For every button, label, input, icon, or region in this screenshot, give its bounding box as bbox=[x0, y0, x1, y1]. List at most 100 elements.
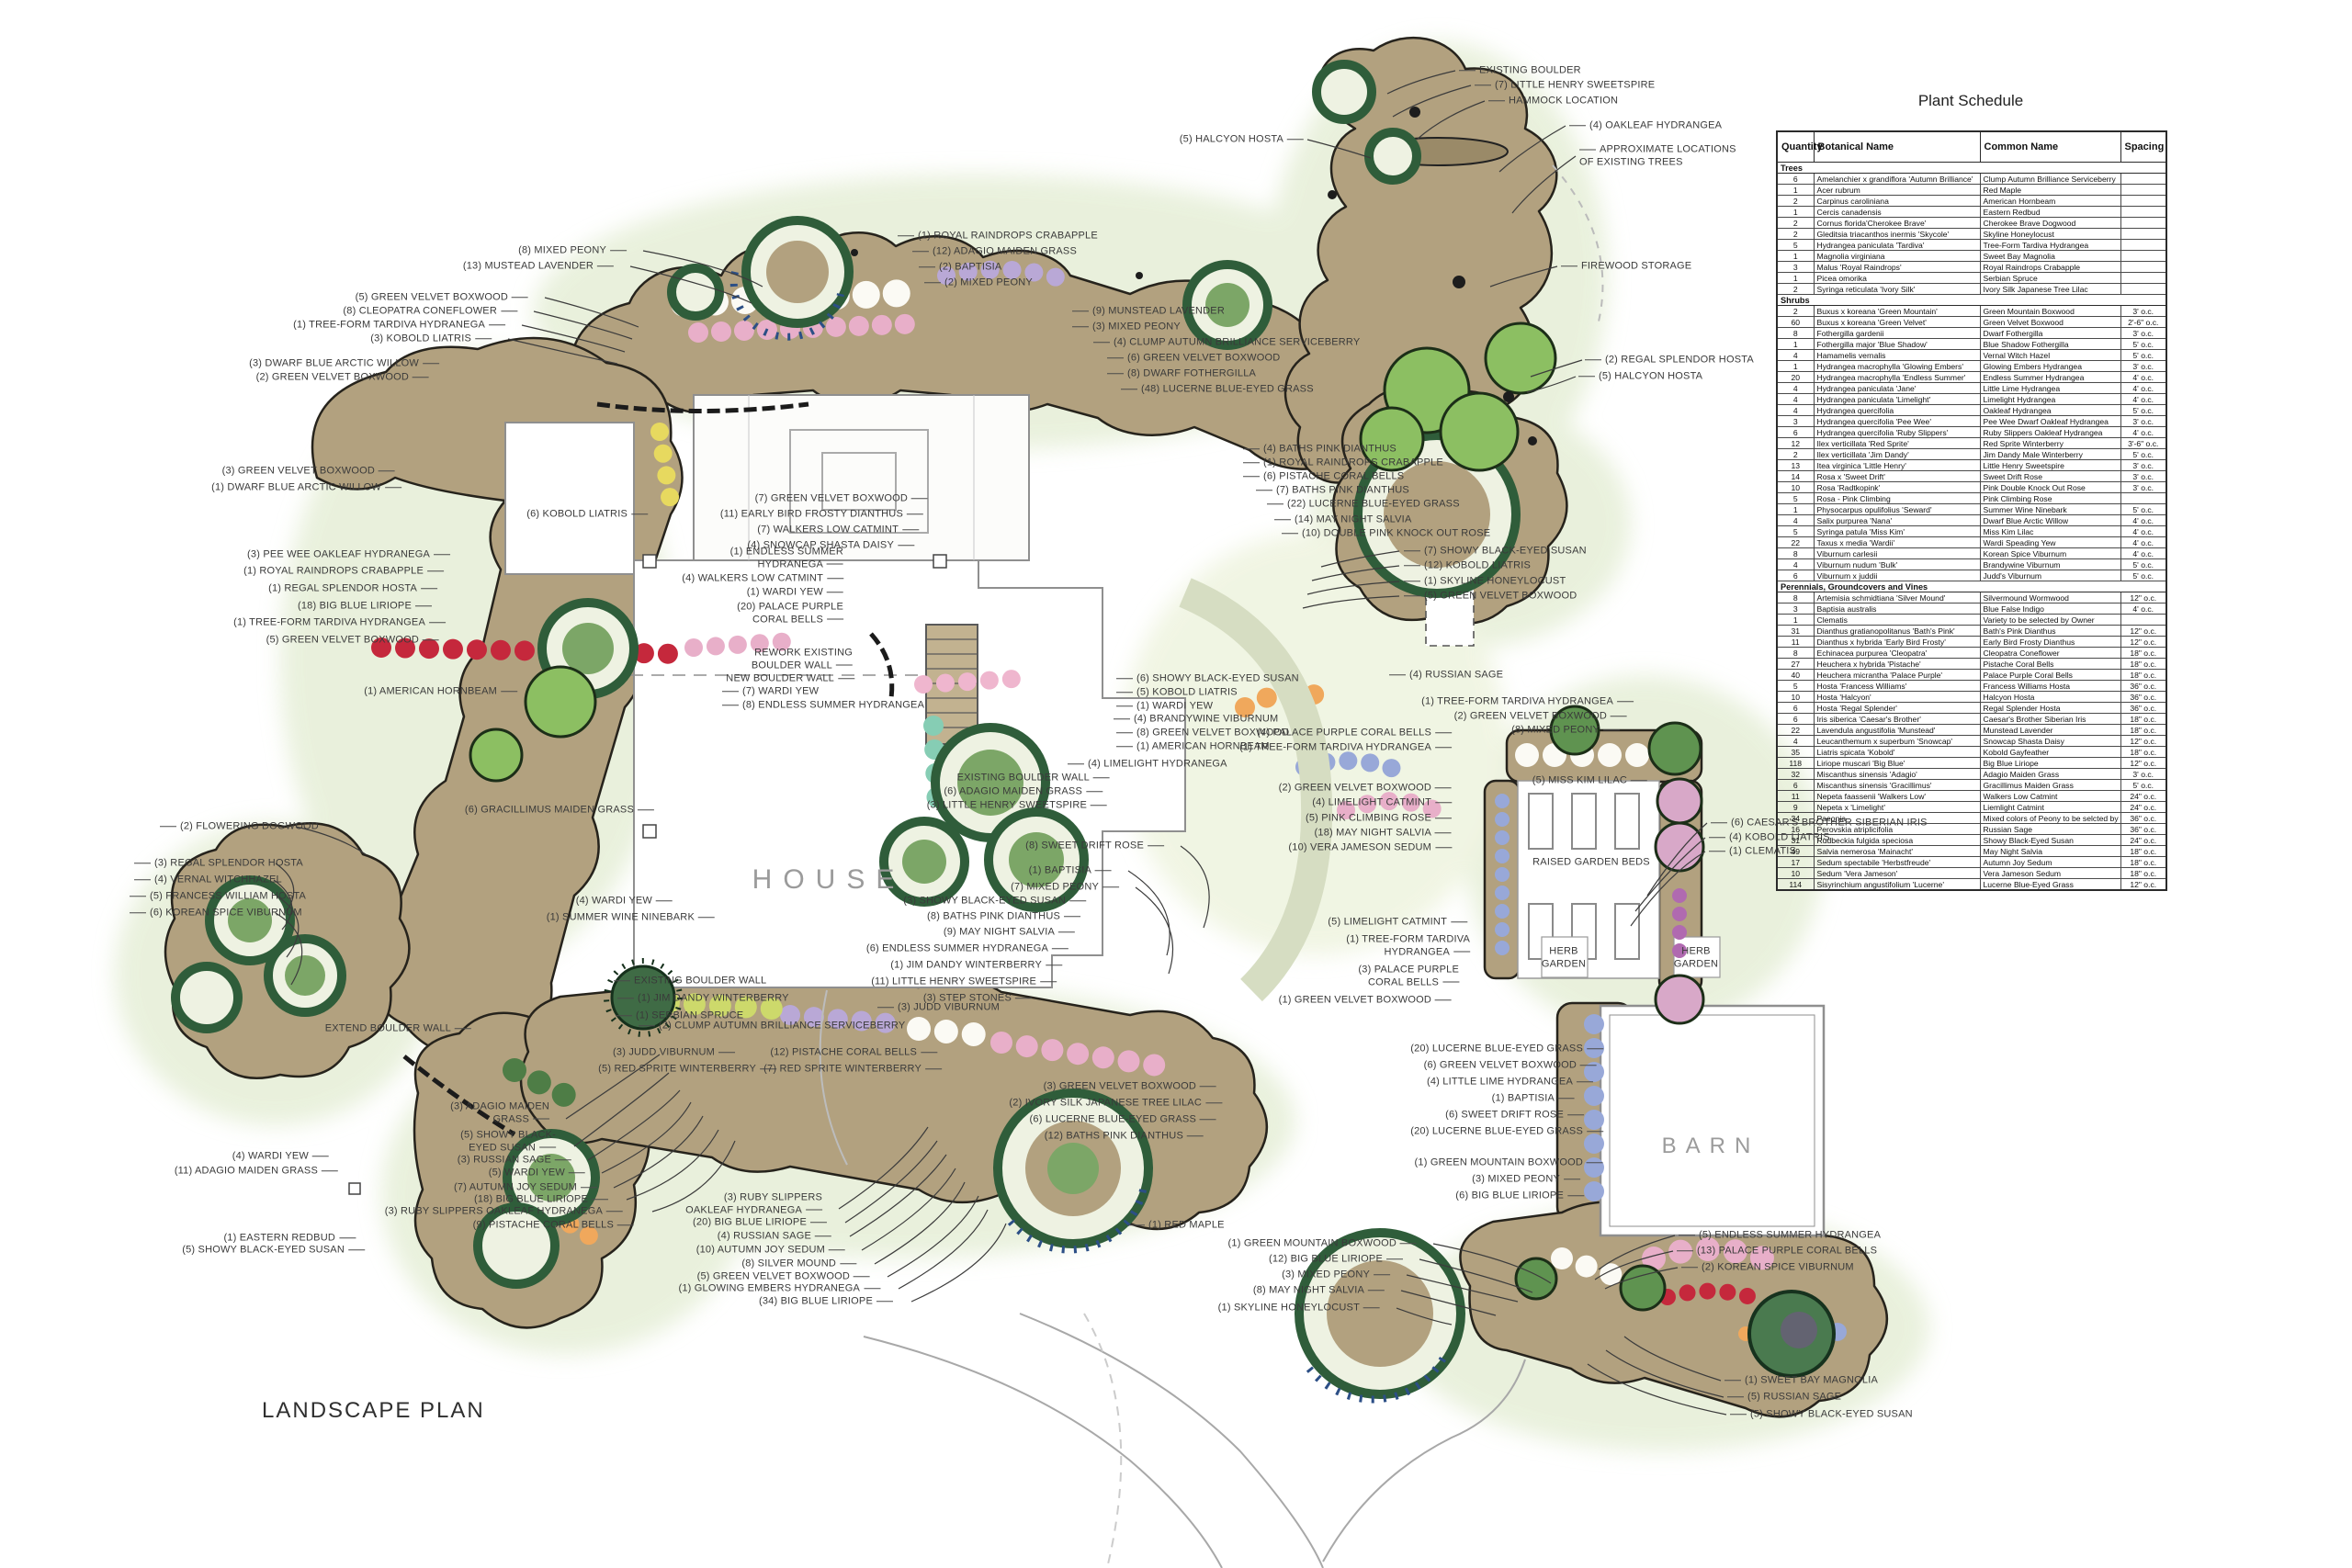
plant-callout: (2) REGAL SPLENDOR HOSTA bbox=[1585, 354, 1754, 367]
plant-callout: (10) VERA JAMESON SEDUM bbox=[1288, 841, 1452, 854]
schedule-common-name: Blue False Indigo bbox=[1979, 603, 2121, 615]
schedule-botanical-name: Picea omorika bbox=[1813, 272, 1981, 284]
schedule-botanical-name: Hydrangea paniculata 'Limelight' bbox=[1813, 393, 1981, 405]
schedule-spacing: 36" o.c. bbox=[2120, 680, 2167, 692]
schedule-common-name: Halcyon Hosta bbox=[1979, 691, 2121, 703]
plant-callout: (1) AMERICAN HORNBEAM bbox=[364, 685, 517, 698]
schedule-quantity: 6 bbox=[1776, 173, 1815, 185]
schedule-quantity: 22 bbox=[1776, 536, 1815, 548]
plant-callout: (2) FLOWERING DOGWOOD bbox=[160, 820, 319, 833]
plant-callout: (9) PISTACHE CORAL BELLS bbox=[473, 1219, 634, 1232]
schedule-botanical-name: Hydrangea macrophylla 'Endless Summer' bbox=[1813, 371, 1981, 383]
schedule-common-name: Serbian Spruce bbox=[1979, 272, 2121, 284]
schedule-quantity: 20 bbox=[1776, 371, 1815, 383]
schedule-quantity: 5 bbox=[1776, 525, 1815, 537]
schedule-common-name: Pistache Coral Bells bbox=[1979, 658, 2121, 670]
plant-callout: (4) PALACE PURPLE CORAL BELLS bbox=[1257, 727, 1452, 739]
plant-callout: (5) RED SPRITE WINTERBERRY bbox=[598, 1063, 776, 1076]
schedule-spacing: 3' o.c. bbox=[2120, 360, 2167, 372]
schedule-spacing bbox=[2120, 614, 2167, 626]
schedule-section-row: Trees bbox=[1776, 162, 2167, 174]
plant-callout: EXISTING BOULDER bbox=[1459, 64, 1581, 77]
plant-callout: (5) SHOWY BLACK-EYED SUSAN bbox=[182, 1244, 365, 1257]
barn-label: BARN bbox=[1661, 1134, 1760, 1158]
schedule-quantity: 2 bbox=[1776, 448, 1815, 460]
schedule-quantity: 2 bbox=[1776, 217, 1815, 229]
schedule-quantity: 1 bbox=[1776, 184, 1815, 196]
schedule-botanical-name: Clematis bbox=[1813, 614, 1981, 626]
plant-callout: (4) RUSSIAN SAGE bbox=[1389, 669, 1503, 682]
schedule-quantity: 1 bbox=[1776, 338, 1815, 350]
plant-callout: NEW BOULDER WALL bbox=[726, 672, 854, 685]
schedule-quantity: 5 bbox=[1776, 492, 1815, 504]
schedule-spacing bbox=[2120, 173, 2167, 185]
plant-callout: (5) MISS KIM LILAC bbox=[1532, 774, 1647, 787]
plant-callout: EXTEND BOULDER WALL bbox=[325, 1022, 471, 1035]
plant-callout: (7) RED SPRITE WINTERBERRY bbox=[763, 1063, 942, 1076]
schedule-spacing: 5' o.c. bbox=[2120, 349, 2167, 361]
schedule-botanical-name: Rosa - Pink Climbing bbox=[1813, 492, 1981, 504]
plant-callout: (3) JUDD VIBURNUM bbox=[613, 1046, 735, 1059]
plant-callout: (1) SKYLINE HONEYLOCUST bbox=[1218, 1302, 1380, 1314]
schedule-botanical-name: Sedum 'Vera Jameson' bbox=[1813, 867, 1981, 879]
schedule-quantity: 114 bbox=[1776, 878, 1815, 891]
schedule-quantity: 4 bbox=[1776, 514, 1815, 526]
schedule-quantity: 4 bbox=[1776, 382, 1815, 394]
plant-callout: (7) GREEN VELVET BOXWOOD bbox=[755, 492, 928, 505]
plant-callout: (2) BAPTISIA bbox=[919, 261, 1001, 274]
schedule-quantity: 49 bbox=[1776, 845, 1815, 857]
plant-callout: (18) BIG BLUE LIRIOPE bbox=[298, 600, 432, 613]
plant-callout: (22) LUCERNE BLUE-EYED GRASS bbox=[1267, 498, 1460, 511]
plant-callout: (8) MIXED PEONY bbox=[1511, 724, 1620, 737]
schedule-common-name: Pink Double Knock Out Rose bbox=[1979, 481, 2121, 493]
plant-callout: (8) MAY NIGHT SALVIA bbox=[1253, 1284, 1385, 1297]
schedule-common-name: Vernal Witch Hazel bbox=[1979, 349, 2121, 361]
schedule-botanical-name: Cercis canadensis bbox=[1813, 206, 1981, 218]
plant-callout: (1) WARDI YEW bbox=[747, 586, 843, 599]
plant-callout: (3) MIXED PEONY bbox=[1072, 321, 1181, 333]
plant-callout: (48) LUCERNE BLUE-EYED GRASS bbox=[1121, 383, 1314, 396]
schedule-botanical-name: Artemisia schmidtiana 'Silver Mound' bbox=[1813, 592, 1981, 604]
plant-callout: (6) SWEET DRIFT ROSE bbox=[1445, 1109, 1584, 1122]
schedule-spacing: 12" o.c. bbox=[2120, 625, 2167, 637]
plant-callout: (5) GREEN VELVET BOXWOOD bbox=[266, 634, 439, 647]
schedule-botanical-name: Nepeta faassenii 'Walkers Low' bbox=[1813, 790, 1981, 802]
schedule-common-name: Kobold Gayfeather bbox=[1979, 746, 2121, 758]
schedule-common-name: Gracillimus Maiden Grass bbox=[1979, 779, 2121, 791]
schedule-quantity: 12 bbox=[1776, 437, 1815, 449]
schedule-column-header: Common Name bbox=[1979, 130, 2121, 163]
schedule-spacing bbox=[2120, 184, 2167, 196]
plant-callout: (4) LIMELIGHT CATMINT bbox=[1312, 796, 1452, 809]
plant-callout: (3) RUSSIAN SAGE bbox=[458, 1154, 571, 1167]
plant-callout: REWORK EXISTING BOULDER WALL bbox=[751, 647, 853, 671]
plant-callout: (8) SILVER MOUND bbox=[741, 1258, 856, 1270]
schedule-quantity: 3 bbox=[1776, 415, 1815, 427]
plant-callout: (12) ADAGIO MAIDEN GRASS bbox=[912, 245, 1077, 258]
schedule-spacing: 4' o.c. bbox=[2120, 536, 2167, 548]
schedule-quantity: 60 bbox=[1776, 316, 1815, 328]
schedule-spacing: 4' o.c. bbox=[2120, 426, 2167, 438]
plant-callout: (5) SHOWY BLACK- EYED SUSAN bbox=[460, 1129, 556, 1154]
schedule-botanical-name: Leucanthemum x superbum 'Snowcap' bbox=[1813, 735, 1981, 747]
plant-callout: (3) RUBY SLIPPERS OAKLEAF HYDRANEGA bbox=[385, 1205, 623, 1218]
schedule-quantity: 17 bbox=[1776, 856, 1815, 868]
plant-callout: (1) GREEN MOUNTAIN BOXWOOD bbox=[1415, 1156, 1603, 1169]
schedule-botanical-name: Fothergilla major 'Blue Shadow' bbox=[1813, 338, 1981, 350]
schedule-botanical-name: Rosa x 'Sweet Drift' bbox=[1813, 470, 1981, 482]
schedule-common-name: Big Blue Liriope bbox=[1979, 757, 2121, 769]
schedule-common-name: Palace Purple Coral Bells bbox=[1979, 669, 2121, 681]
schedule-common-name: Sweet Bay Magnolia bbox=[1979, 250, 2121, 262]
plant-callout: (7) SHOWY BLACK-EYED SUSAN bbox=[1404, 545, 1587, 558]
